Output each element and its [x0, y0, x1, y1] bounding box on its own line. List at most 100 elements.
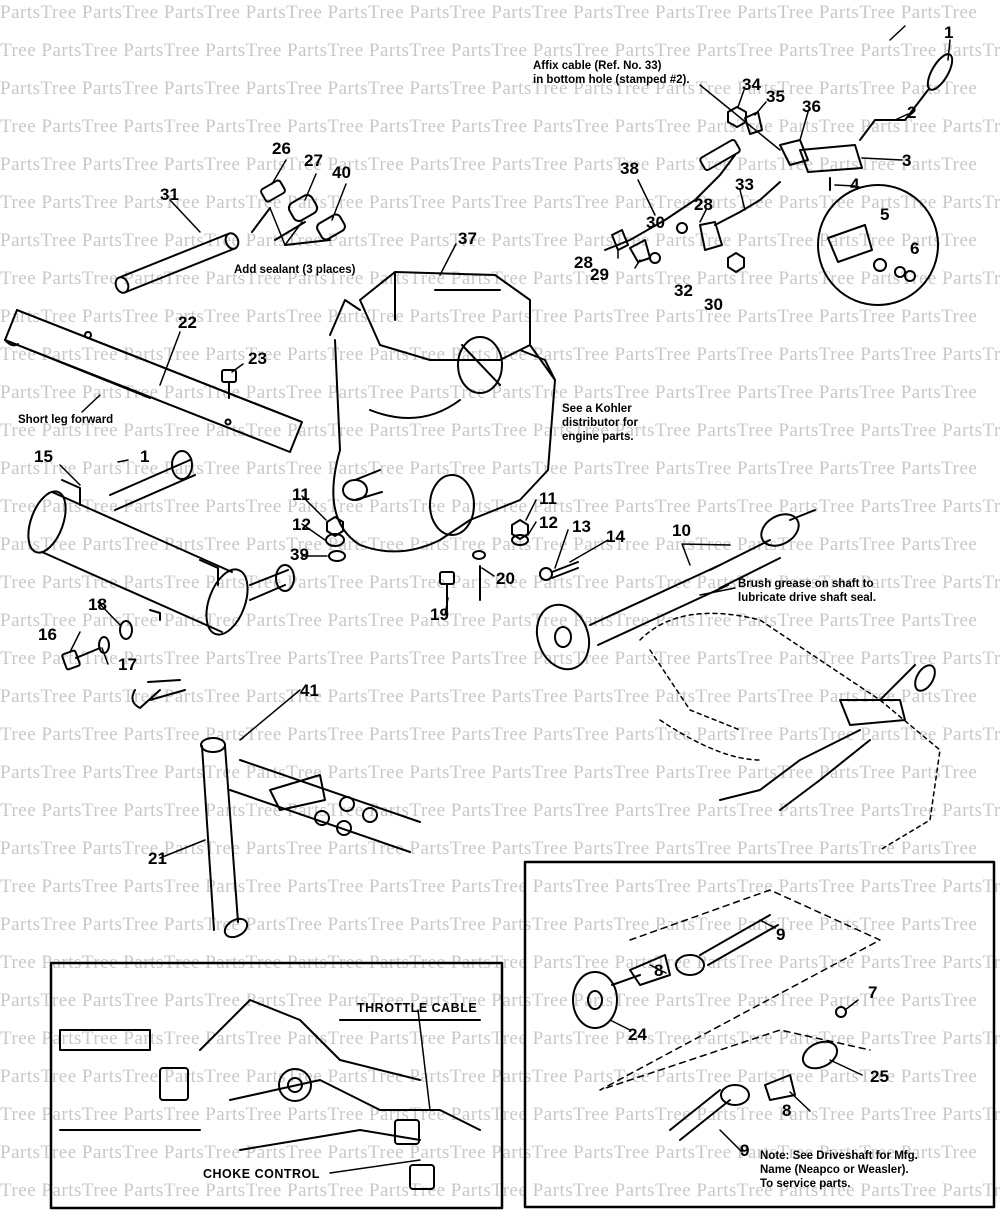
watermark-row: Tree PartsTree PartsTree PartsTree Parts…	[0, 496, 1000, 517]
callout-22: 22	[178, 313, 197, 332]
callout-29: 29	[590, 265, 609, 284]
callout-32: 32	[674, 281, 693, 300]
driveshaft-inset-parts	[572, 914, 847, 1141]
callout-5: 5	[880, 205, 890, 224]
watermark-row: Tree PartsTree PartsTree PartsTree Parts…	[0, 1028, 1000, 1049]
heat-shield-part-22	[4, 309, 303, 453]
callout-21: 21	[148, 849, 167, 868]
callout-7: 7	[868, 983, 878, 1002]
callout-30: 30	[646, 213, 665, 232]
bolt-parts-13-14	[539, 561, 579, 581]
callout-9: 9	[776, 925, 786, 944]
detail-circle-parts-5-6	[817, 184, 939, 306]
callout-2: 2	[907, 103, 917, 122]
callout-18: 18	[88, 595, 107, 614]
hardware-parts-11-12-39-19-20	[325, 516, 529, 611]
watermark-row: Tree PartsTree PartsTree PartsTree Parts…	[0, 1180, 1000, 1201]
callout-12: 12	[539, 513, 558, 532]
callout-6: 6	[910, 239, 920, 258]
callout-40: 40	[332, 163, 351, 182]
callout-15: 15	[34, 447, 53, 466]
callout-27: 27	[304, 151, 323, 170]
lever-on-tractor	[719, 664, 936, 811]
watermark-row: Tree PartsTree PartsTree PartsTree Parts…	[0, 876, 1000, 897]
watermark-row: Tree PartsTree PartsTree PartsTree Parts…	[0, 800, 1000, 821]
callout-3: 3	[902, 151, 912, 170]
add-sealant-note: Add sealant (3 places)	[234, 264, 356, 276]
callout-10: 10	[672, 521, 691, 540]
watermark-row: PartsTree PartsTree PartsTree PartsTree …	[0, 1142, 978, 1163]
watermark-row: Tree PartsTree PartsTree PartsTree Parts…	[0, 572, 1000, 593]
drive-shaft-part-10	[535, 509, 816, 671]
watermark-row: PartsTree PartsTree PartsTree PartsTree …	[0, 838, 978, 859]
callout-34: 34	[742, 75, 761, 94]
callout-19: 19	[430, 605, 449, 624]
driveshaft-inset-frame	[523, 860, 996, 1209]
watermark-row: PartsTree PartsTree PartsTree PartsTree …	[0, 686, 978, 707]
callout-9: 9	[740, 1141, 750, 1160]
engine-part-37	[329, 271, 556, 553]
callout-38: 38	[620, 159, 639, 178]
watermark-row: PartsTree PartsTree PartsTree PartsTree …	[0, 230, 978, 251]
muffler-part-15	[27, 450, 295, 636]
brush-grease-note: Brush grease on shaft to lubricate drive…	[738, 578, 877, 604]
driveshaft-note: Note: See Driveshaft for Mfg. Name (Neap…	[760, 1150, 918, 1190]
carburetor-linkage-drawing	[59, 999, 481, 1190]
callout-17: 17	[118, 655, 137, 674]
callout-11: 11	[292, 485, 310, 504]
driveshaft-inset-dashed-outline	[599, 889, 881, 1091]
callout-39: 39	[290, 545, 309, 564]
watermark-row: PartsTree PartsTree PartsTree PartsTree …	[0, 1066, 978, 1087]
watermark-row: Tree PartsTree PartsTree PartsTree Parts…	[0, 192, 1000, 213]
callout-16: 16	[38, 625, 57, 644]
callout-1: 1	[140, 447, 150, 466]
choke-control-label: CHOKE CONTROL	[203, 1167, 320, 1181]
callout-33: 33	[735, 175, 754, 194]
callout-25: 25	[870, 1067, 889, 1086]
callout-20: 20	[496, 569, 515, 588]
callout-14: 14	[606, 527, 625, 546]
callout-35: 35	[766, 87, 785, 106]
callout-28: 28	[574, 253, 593, 272]
clip-parts-28-29-30-32	[611, 221, 745, 273]
affix-cable-note: Affix cable (Ref. No. 33) in bottom hole…	[533, 60, 690, 86]
callout-24: 24	[628, 1025, 647, 1044]
short-leg-note: Short leg forward	[18, 414, 114, 426]
u-bolt-clamp-part-41	[131, 679, 421, 853]
callout-4: 4	[850, 175, 860, 194]
kohler-note: See a Kohler distributor for engine part…	[562, 403, 639, 443]
carburetor-inset-frame	[49, 961, 504, 1210]
tube-part-31	[114, 232, 240, 294]
watermark-row: PartsTree PartsTree PartsTree PartsTree …	[0, 382, 978, 403]
fitting-parts-26-27-40	[251, 179, 346, 246]
callout-31: 31	[160, 185, 179, 204]
exhaust-pipe-part-21	[200, 737, 249, 939]
callout-23: 23	[248, 349, 267, 368]
cable-parts-33-38	[604, 139, 781, 251]
watermark-row: Tree PartsTree PartsTree PartsTree Parts…	[0, 40, 1000, 61]
watermark-row: PartsTree PartsTree PartsTree PartsTree …	[0, 534, 978, 555]
callout-37: 37	[458, 229, 477, 248]
callout-8: 8	[782, 1101, 792, 1120]
watermark-row: Tree PartsTree PartsTree PartsTree Parts…	[0, 648, 1000, 669]
watermark-row: Tree PartsTree PartsTree PartsTree Parts…	[0, 1104, 1000, 1125]
watermark-row: PartsTree PartsTree PartsTree PartsTree …	[0, 2, 978, 23]
screw-part-23	[221, 369, 237, 399]
watermark-row: Tree PartsTree PartsTree PartsTree Parts…	[0, 724, 1000, 745]
watermark-row: PartsTree PartsTree PartsTree PartsTree …	[0, 306, 978, 327]
throttle-cable-label: THROTTLE CABLE	[357, 1001, 478, 1015]
callout-11: 11	[539, 489, 557, 508]
callout-26: 26	[272, 139, 291, 158]
callout-30: 30	[704, 295, 723, 314]
callout-28: 28	[694, 195, 713, 214]
watermark-row: PartsTree PartsTree PartsTree PartsTree …	[0, 762, 978, 783]
callout-8: 8	[654, 961, 664, 980]
callout-36: 36	[802, 97, 821, 116]
tractor-hood-outline	[639, 612, 941, 851]
callout-41: 41	[300, 681, 319, 700]
callout-13: 13	[572, 517, 591, 536]
watermark-row: PartsTree PartsTree PartsTree PartsTree …	[0, 78, 978, 99]
callout-1: 1	[944, 23, 954, 42]
